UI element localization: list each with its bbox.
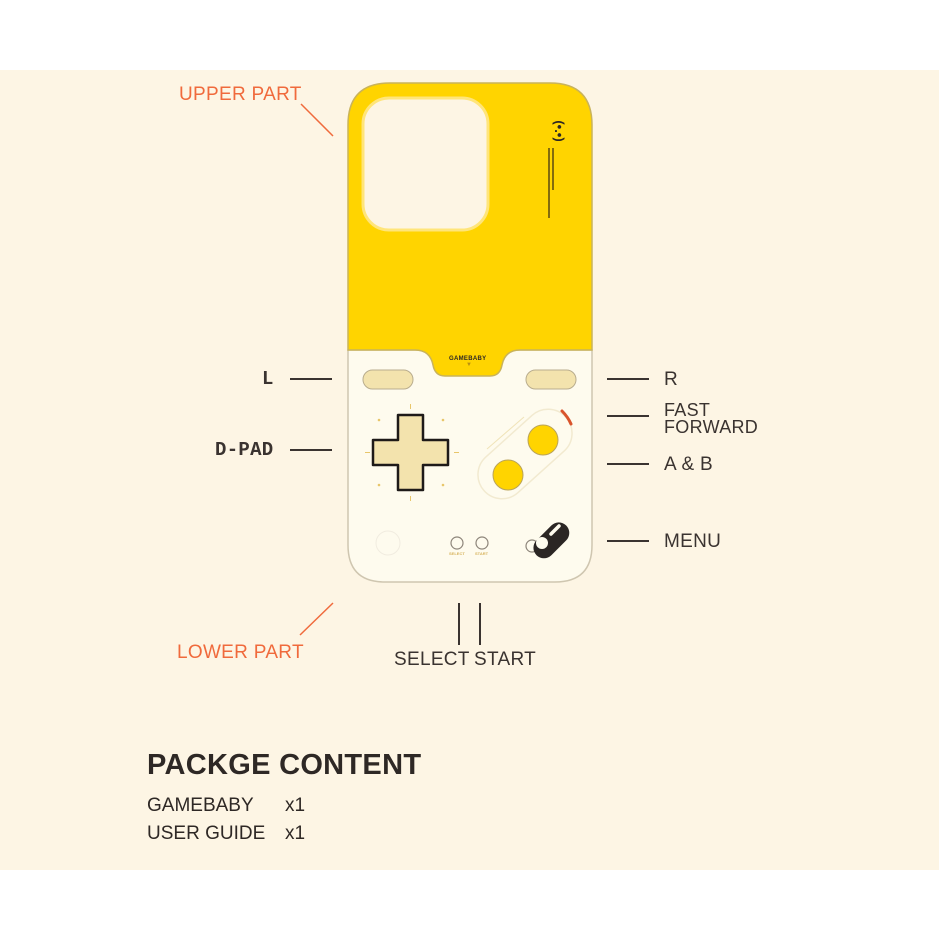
speaker-face-mark xyxy=(375,530,401,556)
callout-fast-forward-line1: FAST xyxy=(664,400,711,420)
start-print-label: START xyxy=(475,551,489,556)
callout-fast-forward-line2: FORWARD xyxy=(664,417,759,437)
callout-upper-part: UPPER PART xyxy=(179,84,302,105)
svg-text:(•.•): (•.•) xyxy=(552,120,567,141)
callout-a-b: A & B xyxy=(664,454,714,475)
brand-label: GAMEBABY xyxy=(449,356,487,362)
menu-toggle xyxy=(533,522,570,559)
callout-dpad-line xyxy=(290,449,332,451)
lower-part-body xyxy=(347,349,593,583)
camera-cutout xyxy=(361,96,490,232)
a-button xyxy=(527,424,559,456)
lower-part-leader xyxy=(299,602,334,636)
package-item: GAMEBABY x1 xyxy=(147,795,305,817)
chevron-down-icon: ▼ xyxy=(466,362,472,368)
callout-menu-line xyxy=(607,540,649,542)
package-title: PACKGE CONTENT xyxy=(147,749,422,781)
menu-toggle-slot xyxy=(549,524,561,536)
callout-r-line xyxy=(607,378,649,380)
face-logo-icon: (•.•) xyxy=(552,120,567,141)
callout-lower-part: LOWER PART xyxy=(177,642,304,663)
package-item: USER GUIDE x1 xyxy=(147,823,305,845)
upper-part-leader xyxy=(300,103,334,137)
callout-dpad: D-PAD xyxy=(215,439,274,461)
dpad-guide-marks xyxy=(365,404,459,501)
r-button xyxy=(525,369,577,390)
select-button xyxy=(450,536,464,550)
callout-ab-line xyxy=(607,463,649,465)
start-button xyxy=(475,536,489,550)
callout-start-line xyxy=(479,603,481,645)
callout-r: R xyxy=(664,369,679,390)
callout-menu: MENU xyxy=(664,531,722,552)
callout-l-line xyxy=(290,378,332,380)
select-print-label: SELECT xyxy=(449,551,465,556)
package-item-name: GAMEBABY xyxy=(147,795,254,816)
fast-forward-indicator xyxy=(560,409,573,426)
l-button xyxy=(362,369,414,390)
callout-select-line xyxy=(458,603,460,645)
package-item-name: USER GUIDE xyxy=(147,823,266,844)
package-item-qty: x1 xyxy=(285,823,306,844)
menu-toggle-knob xyxy=(536,537,548,549)
callout-fast-forward-line xyxy=(607,415,649,417)
callout-l: L xyxy=(262,368,274,390)
b-button xyxy=(492,459,524,491)
callout-select: SELECT xyxy=(394,649,470,670)
callout-start: START xyxy=(474,649,537,670)
dpad xyxy=(371,413,450,492)
ab-guide-line xyxy=(486,416,525,450)
package-item-qty: x1 xyxy=(285,795,306,816)
